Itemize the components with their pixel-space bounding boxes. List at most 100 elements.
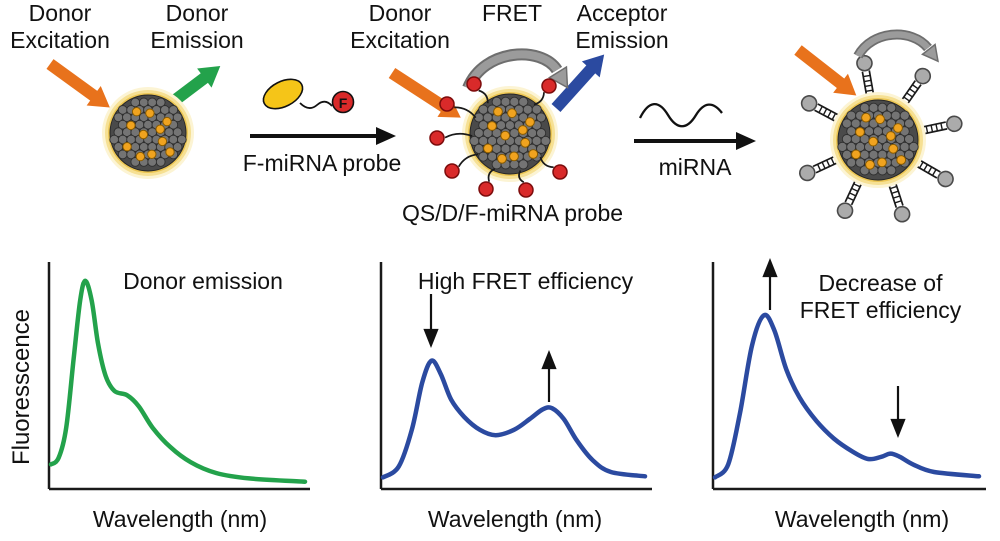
quantum-dot-released [830,92,926,188]
mirna-label: miRNA [658,154,732,180]
dopant-dot [509,151,519,162]
peak-decrease-arrow-chart3 [890,386,906,438]
fret-arrow-head [547,65,569,89]
probe-strand [444,132,473,139]
particle-sphere [536,128,547,139]
f-mirna-probe-icon: F [262,78,355,114]
arrow-head [762,258,778,278]
particle-sphere [536,143,547,154]
arrow-shaft [794,45,846,90]
dopant-dot [126,120,136,131]
particle-sphere [155,157,166,167]
probe-linker [299,100,333,109]
dopant-dot [896,155,907,165]
particle-sphere [168,105,179,115]
y-axis-label: Fluoresscence [8,308,35,466]
particle-sphere [899,110,910,121]
dopant-dot [131,107,142,117]
dopant-dot [885,131,896,141]
peak-change-arrows [423,258,906,438]
probe-strand [478,89,489,104]
dopant-dot [507,108,517,119]
dopant-dot [162,116,172,127]
particle-sphere [886,102,897,113]
particle-sphere [518,159,529,170]
arrow-head [581,54,605,78]
dopant-dot [525,117,535,127]
dopant-dot [855,127,865,137]
arrow-head [833,73,857,96]
fluorophore-dot [331,90,355,114]
particle-sphere [531,104,542,115]
particle-sphere [886,165,897,176]
dopant-dot [135,151,146,162]
acceptor-dye-dot [518,182,534,198]
dopant-dot [528,149,539,159]
acceptor-dye-dot [439,96,455,112]
arrow-head [890,418,906,438]
arrow-head [423,328,439,348]
dopant-dot [868,136,879,147]
particle-sphere [176,134,187,145]
dopant-dot [893,123,903,133]
arrow-head [376,127,396,145]
peak-decrease-arrow-chart2 [423,294,439,348]
dopant-dot [875,114,885,125]
particle-sphere [904,149,915,160]
dopant-dot [122,142,132,152]
dopant-dot [145,108,155,118]
dopant-dot [483,143,493,154]
arrow-head [86,86,110,108]
fret-arc [464,50,561,90]
probe-strand [487,168,496,182]
fret-label: FRET [481,0,543,26]
chart1-title: Donor emission [123,268,283,294]
donor-excitation-label-2: Donor Excitation [350,0,450,54]
dopant-dot [517,125,528,135]
dopant-dot [888,143,899,154]
donor-excitation-label-1: Donor Excitation [10,0,110,54]
acceptor-dye-dot [552,164,568,180]
chart3-xlabel: Wavelength (nm) [774,506,950,532]
reaction-arrow-2 [634,132,756,150]
chart2-title: High FRET efficiency [417,268,634,294]
donor-excitation-arrow-3 [794,45,857,96]
dopant-dot [520,137,531,148]
dopant-dot [851,149,861,160]
chart-axes [47,262,986,491]
dopant-dot [500,130,511,141]
chart1-xlabel: Wavelength (nm) [92,506,268,532]
particle-sphere [478,151,489,162]
dopant-dot [493,106,503,117]
particle-sphere [904,134,915,145]
particle-sphere [117,149,128,160]
arrow-head [541,350,557,370]
dopant-dot [861,112,871,123]
fluorophore-letter: F [339,95,348,111]
probe-strand [454,106,477,119]
donor-excitation-arrow-2 [388,67,461,118]
particle-sphere [172,112,183,123]
dopant-dot [157,136,168,147]
probe-strand [457,153,479,168]
dopant-dot [155,124,165,134]
qs-probe-label: QS/D/F-miRNA probe [401,200,624,226]
particle-sphere [540,135,551,146]
arrow-head [736,132,756,150]
dopant-dot [877,157,887,168]
acceptor-dyes [429,76,568,198]
mirna-strand-squiggle [638,102,723,128]
acceptor-dye-dot [429,130,445,146]
chart3-title: Decrease of FRET efficiency [799,270,962,324]
arrow-shaft [388,67,449,113]
dopant-dot [497,153,507,164]
acceptor-dye-dot [444,163,460,179]
donor-emission-label: Donor Emission [150,0,244,54]
probe-strand [539,156,554,169]
arrow-shaft [551,63,597,113]
arrow-shaft [46,59,99,102]
probe-strand [533,92,545,106]
probe-strand [518,170,525,184]
